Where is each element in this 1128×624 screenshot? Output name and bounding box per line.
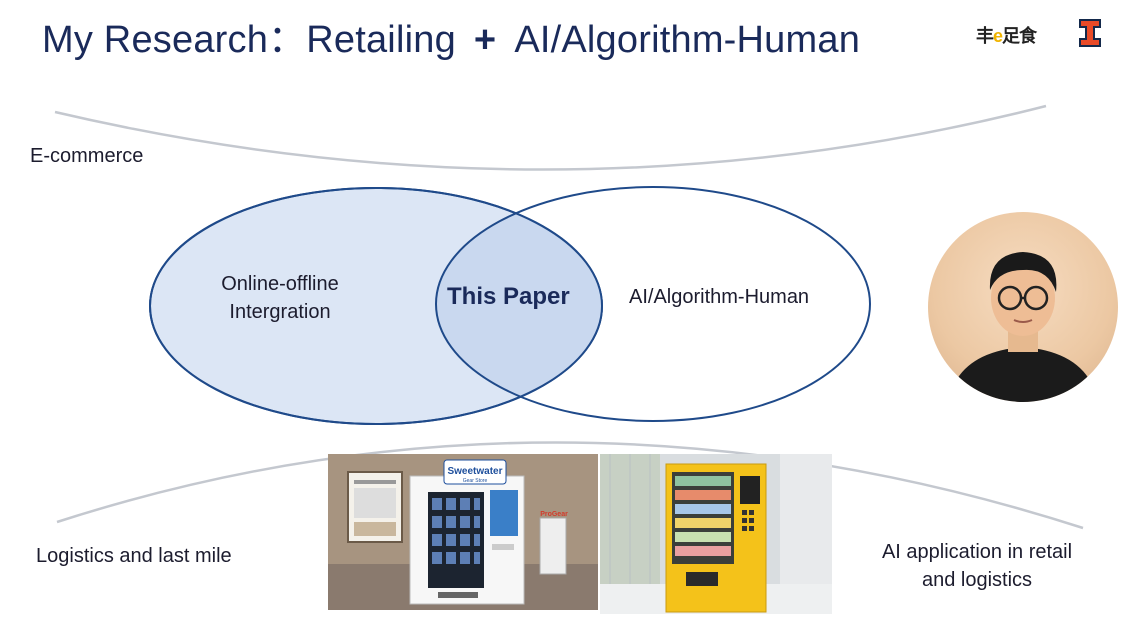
venn-center-label: This Paper <box>447 283 570 310</box>
venn-overlap <box>436 188 602 421</box>
brand-logo-prefix: 丰 <box>976 26 994 46</box>
ecommerce-label: E-commerce <box>30 145 144 167</box>
brand-logo: 丰e足食 <box>976 22 1037 48</box>
venn-left-outline <box>149 187 603 425</box>
sweetwater-sign: Sweetwater <box>447 466 502 477</box>
brand-logo-suffix: 足食 <box>1002 26 1037 46</box>
bottom-arc <box>56 441 1084 530</box>
slide-title: My Research：Retailing + AI/Algorithm-Human <box>42 8 860 63</box>
venn-right-circle <box>435 186 871 422</box>
ai-application-line1: AI application in retail <box>881 541 1073 563</box>
venn-right-label: AI/Algorithm-Human <box>629 286 810 308</box>
title-part-ai: AI/Algorithm-Human <box>514 19 861 61</box>
title-plus: + <box>473 19 497 61</box>
presenter-avatar <box>928 212 1118 402</box>
logistics-label: Logistics and last mile <box>36 545 232 567</box>
venn-left-line2: Intergration <box>229 301 331 323</box>
title-part-retailing: My Research：Retailing <box>42 19 456 61</box>
ai-application-label: AI application in retail and logistics <box>862 538 1092 594</box>
top-arc <box>54 104 1047 171</box>
venn-left-label: Online-offline Intergration <box>190 270 370 326</box>
progear-sign: ProGear <box>540 511 568 518</box>
slide-header: My Research：Retailing + AI/Algorithm-Human… <box>0 0 1128 64</box>
sweetwater-sub-sign: Gear Store <box>463 478 488 484</box>
brand-logo-mark: e <box>993 26 1003 46</box>
university-logo-icon <box>1079 19 1101 47</box>
venn-left-line1: Online-offline <box>221 273 339 295</box>
photo-sweetwater-vending-machine: Sweetwater Gear Store ProGear <box>328 454 598 610</box>
ai-application-line2: and logistics <box>921 569 1033 591</box>
photo-yellow-vending-machine <box>600 454 832 614</box>
